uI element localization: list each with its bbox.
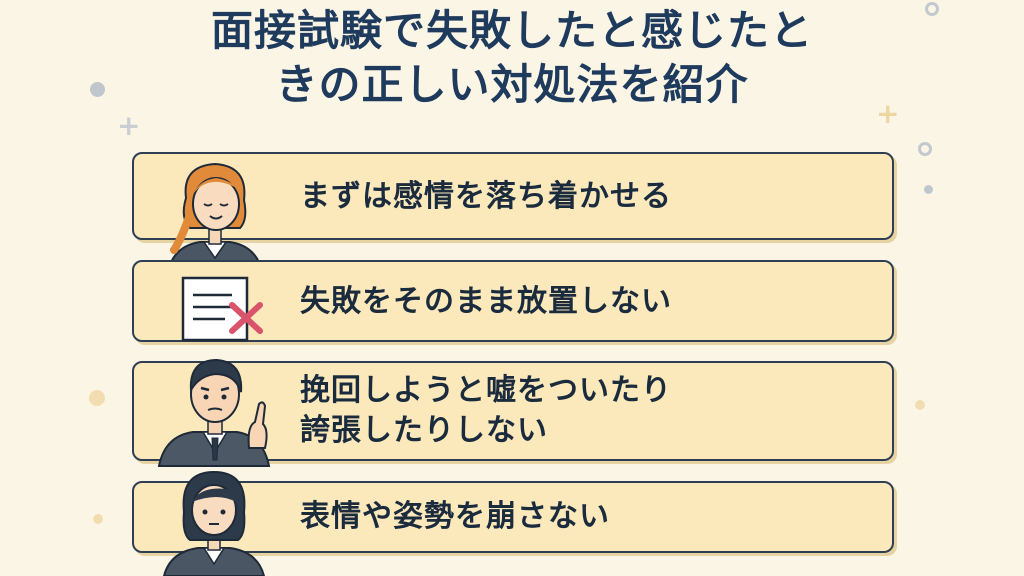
decorative-dot bbox=[924, 185, 933, 194]
tip-text-2: 失敗をそのまま放置しない bbox=[300, 284, 672, 319]
tip-text-1: まずは感情を落ち着かせる bbox=[300, 179, 672, 214]
document-x-icon bbox=[181, 276, 263, 342]
tip-text-4: 表情や姿勢を崩さない bbox=[300, 499, 610, 534]
decorative-plus-icon: + bbox=[117, 109, 141, 142]
decorative-dot bbox=[90, 82, 105, 97]
tip-text-3: 挽回しようと嘘をついたり 誇張したりしない bbox=[300, 371, 882, 451]
tip-text-3-line-1: 挽回しようと嘘をついたり bbox=[300, 373, 672, 408]
decorative-ring bbox=[925, 2, 939, 16]
tip-card-4: 表情や姿勢を崩さない bbox=[132, 481, 894, 553]
decorative-dot bbox=[89, 390, 105, 406]
title-line-2: きの正しい対処法を紹介 bbox=[275, 60, 749, 109]
decorative-dot bbox=[93, 514, 103, 524]
decorative-ring bbox=[918, 142, 932, 156]
decorative-plus-icon: + bbox=[876, 97, 900, 130]
decorative-dot bbox=[915, 400, 925, 410]
title-line-1: 面接試験で失敗したと感じたと bbox=[210, 6, 813, 55]
man-pointing-icon bbox=[157, 358, 271, 467]
tip-text-3-line-2: 誇張したりしない bbox=[300, 413, 548, 448]
woman-neutral-icon bbox=[162, 470, 266, 576]
tip-card-3: 挽回しようと嘘をついたり 誇張したりしない bbox=[132, 361, 894, 461]
page-title: 面接試験で失敗したと感じたと きの正しい対処法を紹介 bbox=[0, 4, 1024, 112]
woman-smiling-icon bbox=[166, 162, 264, 272]
tip-card-1: まずは感情を落ち着かせる bbox=[132, 152, 894, 240]
